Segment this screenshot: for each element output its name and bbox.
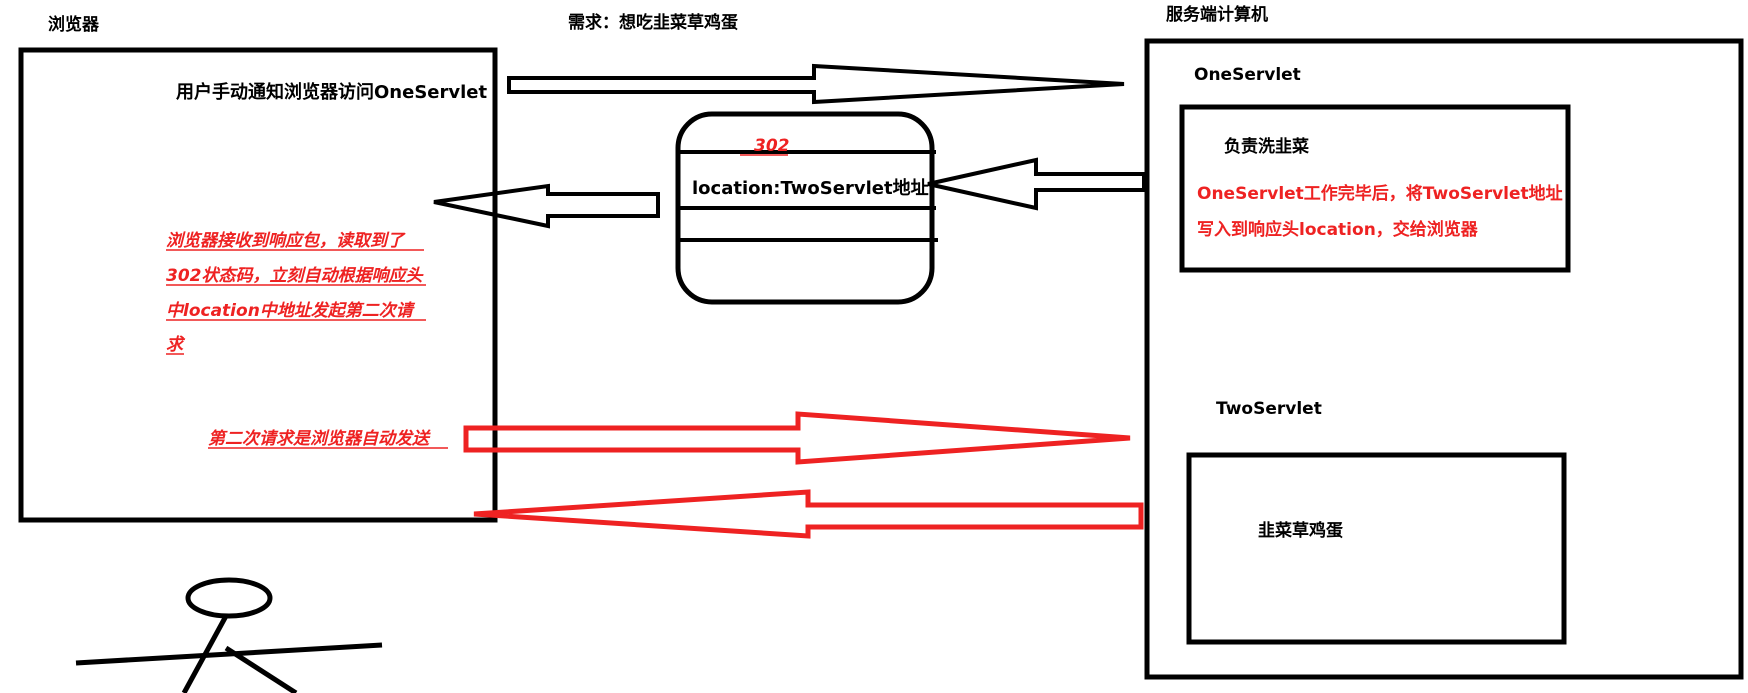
one-servlet-name: OneServlet <box>1194 65 1301 85</box>
browser-box <box>18 47 498 523</box>
user-head <box>185 577 273 619</box>
user-leg <box>224 645 298 693</box>
server-box <box>1144 38 1744 680</box>
request-arrow <box>507 63 1125 105</box>
packet-status-code: 302 <box>754 136 790 156</box>
second-request-arrow <box>463 411 1131 465</box>
one-servlet-box <box>1179 104 1571 273</box>
one-servlet-note-line-2: 写入到响应头location，交给浏览器 <box>1197 219 1479 240</box>
user-stick-figure <box>75 577 383 693</box>
response-arrow <box>927 157 1146 211</box>
one-servlet-note-line-1: OneServlet工作完毕后，将TwoServlet地址 <box>1197 183 1563 204</box>
two-servlet-name: TwoServlet <box>1216 399 1322 419</box>
browser-title: 浏览器 <box>48 14 100 35</box>
second-request-note: 第二次请求是浏览器自动发送 <box>208 429 431 449</box>
final-response-arrow <box>473 489 1144 539</box>
two-servlet-task: 韭菜草鸡蛋 <box>1258 520 1343 541</box>
two-servlet-box <box>1186 452 1567 645</box>
browser-note-line-3: 中location中地址发起第二次请 <box>166 301 416 321</box>
redirect-arrow-to-browser <box>433 183 660 229</box>
browser-note-line-2: 302状态码，立刻自动根据响应头 <box>166 266 424 286</box>
requirement-label: 需求：想吃韭菜草鸡蛋 <box>568 12 738 33</box>
user-arms <box>75 642 383 666</box>
one-servlet-task: 负责洗韭菜 <box>1224 136 1310 157</box>
browser-note-underlines <box>166 249 426 355</box>
browser-note-line-1: 浏览器接收到响应包，读取到了 <box>166 231 406 251</box>
browser-note-line-4: 求 <box>166 335 186 355</box>
packet-location-header: location:TwoServlet地址 <box>692 177 929 199</box>
server-title: 服务端计算机 <box>1166 4 1268 25</box>
user-action-text: 用户手动通知浏览器访问OneServlet <box>176 81 487 103</box>
